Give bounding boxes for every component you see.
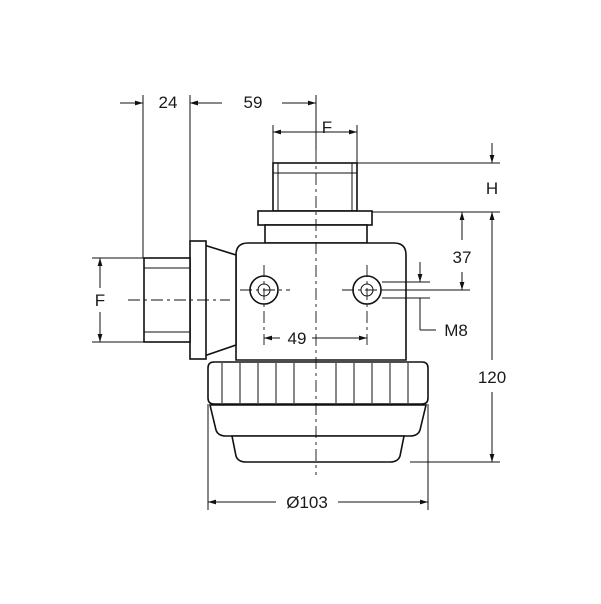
dim-label-h: H	[486, 179, 498, 198]
dim-label-diameter: Ø103	[286, 493, 328, 512]
dimension-24: 24	[120, 93, 210, 258]
dim-label-m8: M8	[444, 321, 468, 340]
callout-m8: M8	[382, 262, 468, 340]
dimension-120: 120	[410, 212, 506, 463]
dim-label-f-side: F	[95, 291, 105, 310]
dim-label-24: 24	[159, 93, 178, 112]
filter-housing	[143, 162, 429, 463]
dim-label-59: 59	[244, 93, 263, 112]
dim-label-f-top: F	[322, 118, 332, 137]
dimension-37: 37	[382, 212, 472, 291]
dimension-h: H	[357, 143, 500, 228]
dim-label-120: 120	[478, 368, 506, 387]
dimension-diameter: Ø103	[207, 404, 429, 512]
dimension-f-top: F	[272, 118, 358, 163]
dim-label-49: 49	[288, 329, 307, 348]
dimension-59: 59	[190, 93, 317, 150]
dimension-49: 49	[264, 329, 367, 348]
dimension-f-side: F	[92, 257, 144, 343]
dim-label-37: 37	[453, 248, 472, 267]
